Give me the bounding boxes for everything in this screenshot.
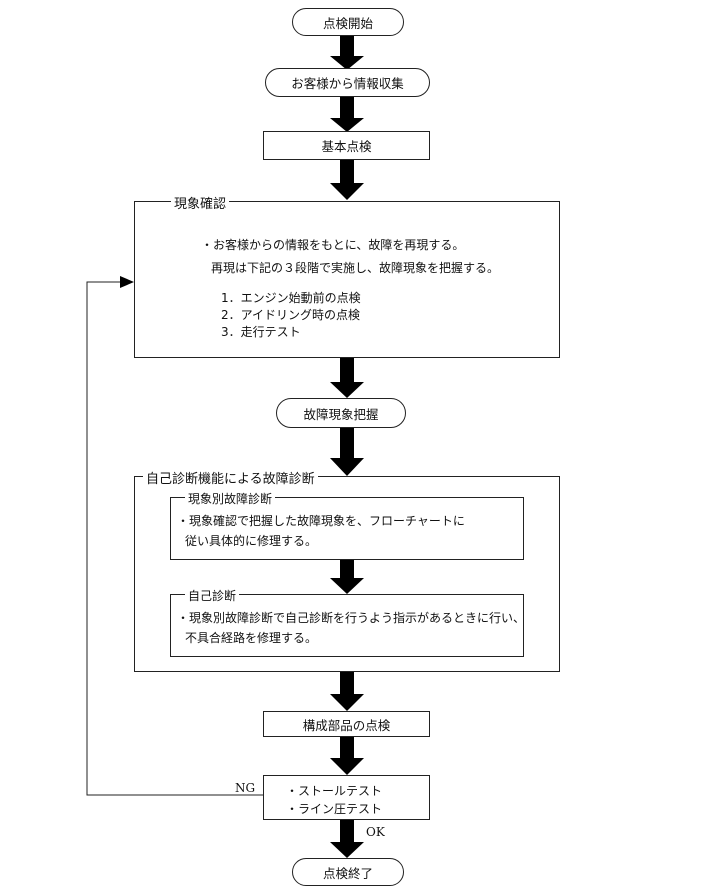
phenomenon-step-1: 1．エンジン始動前の点検: [221, 291, 361, 305]
ng-feedback-line: [86, 281, 263, 796]
symptom-diagnosis-line-2: 従い具体的に修理する。: [185, 534, 318, 548]
phenomenon-step-2: 2．アイドリング時の点検: [221, 308, 361, 322]
arrow-tests-to-end: [330, 820, 364, 858]
phenomenon-step-3: 3．走行テスト: [221, 325, 301, 339]
end-label: 点検終了: [322, 865, 373, 881]
symptom-diagnosis-title: 現象別故障診断: [185, 490, 276, 507]
self-diagnosis-line-2: 不具合経路を修理する。: [185, 631, 318, 645]
arrow-selfdiag-to-parts: [330, 672, 364, 711]
self-diagnosis-sub-title: 自己診断: [185, 587, 240, 604]
arrow-sub1-to-sub2: [330, 560, 364, 594]
ng-label: NG: [235, 781, 256, 795]
component-inspection-label: 構成部品の点検: [302, 717, 391, 733]
arrow-collect-to-basic: [330, 97, 364, 132]
arrow-phenomenon-to-grasp: [330, 358, 364, 398]
ok-label: OK: [366, 825, 385, 839]
tests-node: ・ストールテスト ・ライン圧テスト: [263, 775, 430, 820]
fault-grasp-label: 故障現象把握: [303, 406, 379, 422]
ng-feedback-arrowhead: [120, 276, 134, 288]
start-node: 点検開始: [292, 8, 404, 36]
component-inspection-node: 構成部品の点検: [263, 711, 430, 737]
collect-info-label: お客様から情報収集: [291, 76, 404, 91]
arrow-grasp-to-selfdiag: [330, 428, 364, 476]
arrow-basic-to-phenomenon: [330, 160, 364, 200]
self-diagnosis-box: 自己診断 ・現象別故障診断で自己診断を行うよう指示があるときに行い、 不具合経路…: [170, 587, 526, 657]
start-label: 点検開始: [322, 15, 373, 31]
arrow-start-to-collect: [330, 36, 364, 70]
phenomenon-line-2: 再現は下記の３段階で実施し、故障現象を把握する。: [211, 261, 500, 275]
basic-inspection-node: 基本点検: [263, 131, 430, 160]
arrow-parts-to-tests: [330, 737, 364, 775]
phenomenon-line-1: ・お客様からの情報をもとに、故障を再現する。: [201, 238, 465, 252]
symptom-diagnosis-line-1: ・現象確認で把握した故障現象を、フローチャートに: [177, 514, 465, 528]
end-node: 点検終了: [292, 858, 404, 886]
self-diagnosis-frame: 自己診断機能による故障診断: [134, 468, 560, 672]
phenomenon-confirmation-title: 現象確認: [171, 193, 230, 212]
symptom-diagnosis-box: 現象別故障診断 ・現象確認で把握した故障現象を、フローチャートに 従い具体的に修…: [170, 490, 524, 560]
basic-inspection-label: 基本点検: [321, 139, 372, 154]
collect-info-node: お客様から情報収集: [265, 68, 430, 97]
fault-grasp-node: 故障現象把握: [276, 398, 406, 428]
self-diagnosis-line-1: ・現象別故障診断で自己診断を行うよう指示があるときに行い、: [177, 611, 526, 625]
self-diagnosis-title: 自己診断機能による故障診断: [143, 468, 318, 487]
line-pressure-test-item: ・ライン圧テスト: [286, 802, 383, 816]
phenomenon-confirmation-frame: 現象確認 ・お客様からの情報をもとに、故障を再現する。 再現は下記の３段階で実施…: [134, 193, 560, 358]
stall-test-item: ・ストールテスト: [286, 784, 383, 798]
